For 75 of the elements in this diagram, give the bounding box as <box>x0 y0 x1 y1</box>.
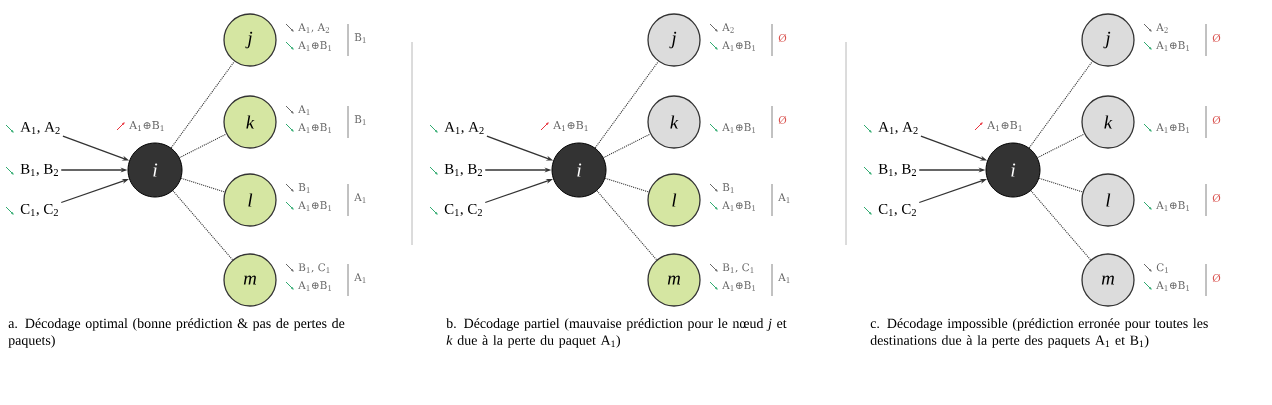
decoded-packet: Ø <box>778 115 787 125</box>
received-packets: B$_{1}$ <box>298 183 310 193</box>
caption: a. Décodage optimal (bonne prédiction & pas de pertes de paquets) <box>8 318 345 348</box>
received-packets: A$_{1}$ <box>298 105 310 115</box>
hub-node: i <box>127 142 183 198</box>
decoded-packet: A$_{1}$ <box>354 193 366 203</box>
caption: b. Décodage partiel (mauvaise prédiction pour le nœud j et k due à la perte du paquet A$_{1}$) <box>446 318 787 348</box>
received-packets: B$_{1}$ <box>722 183 734 193</box>
hub-node: i <box>985 142 1041 198</box>
received-packets: A$_{1}$⊕B$_{1}$ <box>1156 281 1189 291</box>
received-packets: A$_{1}$⊕B$_{1}$ <box>722 201 755 211</box>
packet-label: C$_{1}$, C$_{2}$ <box>878 203 916 217</box>
decoded-packet: Ø <box>1212 33 1221 43</box>
dotted-link <box>179 133 227 159</box>
received-packets: B$_{1}$, C$_{1}$ <box>298 263 330 273</box>
dotted-link <box>1037 133 1085 159</box>
received-packets: A$_{2}$ <box>722 23 734 33</box>
dotted-link <box>172 190 234 261</box>
decoded-packet: Ø <box>1212 193 1221 203</box>
packet-label: C$_{1}$, C$_{2}$ <box>444 203 482 217</box>
decoded-packet: A$_{1}$ <box>354 273 366 283</box>
decoded-packet: B$_{1}$ <box>354 33 366 43</box>
caption: c. Décodage impossible (prédiction erronée pour toutes les destinations due à la perte des paquets A$_{1}$ et B$_{1}$) <box>870 318 1208 348</box>
received-packets: C$_{1}$ <box>1156 263 1168 273</box>
decoded-packet: B$_{1}$ <box>354 115 366 125</box>
dotted-link <box>603 133 651 159</box>
decoded-packet: A$_{1}$ <box>778 193 790 203</box>
received-packets: A$_{1}$⊕B$_{1}$ <box>722 41 755 51</box>
destination-node: k <box>1081 95 1135 149</box>
decoded-packet: Ø <box>1212 115 1221 125</box>
packet-label: A$_{1}$, A$_{2}$ <box>878 121 918 135</box>
decoded-packet: Ø <box>1212 273 1221 283</box>
received-packets: B$_{1}$, C$_{1}$ <box>722 263 754 273</box>
packet-label: B$_{1}$, B$_{2}$ <box>20 163 58 177</box>
destination-node: j <box>1081 13 1135 67</box>
received-packets: A$_{2}$ <box>1156 23 1168 33</box>
destination-node: l <box>1081 173 1135 227</box>
destination-node: l <box>647 173 701 227</box>
received-packets: A$_{1}$⊕B$_{1}$ <box>1156 41 1189 51</box>
destination-node: l <box>223 173 277 227</box>
destination-node: j <box>647 13 701 67</box>
dotted-link <box>604 177 650 193</box>
received-packets: A$_{1}$⊕B$_{1}$ <box>1156 123 1189 133</box>
destination-node: m <box>647 253 701 307</box>
destination-node: j <box>223 13 277 67</box>
received-packets: A$_{1}$⊕B$_{1}$ <box>298 201 331 211</box>
received-packets: A$_{1}$⊕B$_{1}$ <box>298 123 331 133</box>
received-packets: A$_{1}$⊕B$_{1}$ <box>722 123 755 133</box>
dotted-link <box>1028 60 1093 149</box>
coded-packet: A$_{1}$⊕B$_{1}$ <box>553 121 588 131</box>
destination-node: k <box>223 95 277 149</box>
decoded-packet: A$_{1}$ <box>778 273 790 283</box>
destination-node: m <box>1081 253 1135 307</box>
decoded-packet: Ø <box>778 33 787 43</box>
dotted-link <box>1038 177 1084 193</box>
packet-label: A$_{1}$, A$_{2}$ <box>444 121 484 135</box>
destination-node: m <box>223 253 277 307</box>
received-packets: A$_{1}$⊕B$_{1}$ <box>298 41 331 51</box>
packet-label: C$_{1}$, C$_{2}$ <box>20 203 58 217</box>
packet-label: B$_{1}$, B$_{2}$ <box>444 163 482 177</box>
destination-node: k <box>647 95 701 149</box>
dotted-link <box>170 60 235 149</box>
packet-label: B$_{1}$, B$_{2}$ <box>878 163 916 177</box>
dotted-link <box>594 60 659 149</box>
dotted-link <box>1030 190 1092 261</box>
dotted-link <box>596 190 658 261</box>
hub-node: i <box>551 142 607 198</box>
received-packets: A$_{1}$⊕B$_{1}$ <box>298 281 331 291</box>
received-packets: A$_{1}$⊕B$_{1}$ <box>1156 201 1189 211</box>
coded-packet: A$_{1}$⊕B$_{1}$ <box>129 121 164 131</box>
received-packets: A$_{1}$, A$_{2}$ <box>298 23 330 33</box>
received-packets: A$_{1}$⊕B$_{1}$ <box>722 281 755 291</box>
dotted-link <box>180 177 226 193</box>
coded-packet: A$_{1}$⊕B$_{1}$ <box>987 121 1022 131</box>
packet-label: A$_{1}$, A$_{2}$ <box>20 121 60 135</box>
